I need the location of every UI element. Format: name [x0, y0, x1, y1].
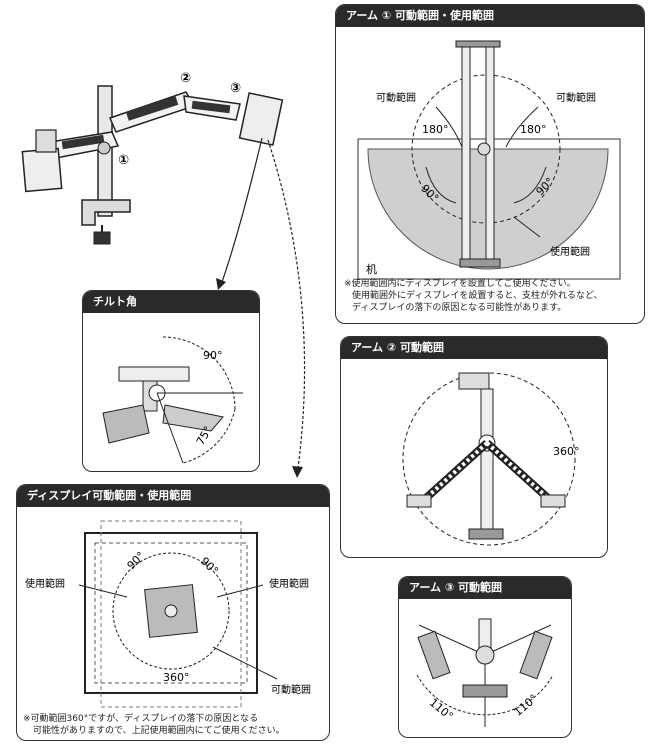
desk-clamp — [81, 199, 131, 226]
arm1-label-180-left: 180° — [422, 123, 449, 136]
display-diagram: 90° 90° 360° 使用範囲 使用範囲 可動範囲 — [25, 520, 311, 708]
display-angle-left: 90° — [125, 549, 148, 572]
display-use-left: 使用範囲 — [25, 577, 65, 590]
arm1-pole-left — [461, 40, 471, 264]
arm1-note-1: ※使用範囲内にディスプレイを設置してご使用ください。 — [344, 279, 576, 289]
arm2-panel: アーム ② 可動範囲 360° — [340, 336, 608, 558]
callout-1: ① — [118, 153, 129, 168]
arm1-range-left-label: 可動範囲 — [376, 91, 416, 104]
arm3-title: アーム ③ 可動範囲 — [399, 577, 571, 599]
tilt-angle-up: 90° — [203, 349, 223, 362]
callout-3: ③ — [230, 81, 241, 96]
arm3-angle-left: 110° — [427, 696, 456, 723]
display-note-2: 可能性がありますので、上記使用範囲内にてご使用ください。 — [33, 726, 285, 736]
display-note-1: ※可動範囲360°ですが、ディスプレイの落下の原因となる — [23, 714, 259, 724]
display-angle-right: 90° — [198, 555, 221, 578]
callout-2: ② — [180, 71, 191, 86]
right-vesa-mount — [238, 92, 284, 146]
display-range: 可動範囲 — [271, 683, 311, 696]
tilt-title: チルト角 — [83, 291, 259, 313]
arm1-label-180-right: 180° — [520, 123, 547, 136]
use-range-label: 使用範囲 — [550, 245, 590, 258]
arm3-panel: アーム ③ 可動範囲 110° 110° — [398, 576, 572, 738]
tilt-diagram: 90° 75° — [102, 336, 243, 464]
arm2-title: アーム ② 可動範囲 — [341, 337, 607, 359]
arm1-title: アーム ① 可動範囲・使用範囲 — [336, 5, 644, 27]
desk-label: 机 — [366, 262, 377, 276]
arm1-diagram: 180° 180° 90° 90° 机 使用範囲 可動範囲 可動範囲 — [357, 40, 621, 280]
left-vesa-mount — [21, 147, 63, 193]
arm1-note-3: ディスプレイの落下の原因となる可能性があります。 — [352, 303, 567, 313]
display-angle-rot: 360° — [163, 671, 190, 684]
product-illustration: ① ② ③ — [21, 71, 306, 478]
arrow-to-tilt — [221, 137, 263, 283]
arm3-diagram: 110° 110° — [416, 618, 554, 727]
display-panel: ディスプレイ可動範囲・使用範囲 90° 90° 360° 使用範囲 使用範囲 可… — [16, 484, 330, 741]
arm2-diagram: 360° — [402, 372, 580, 546]
display-use-right: 使用範囲 — [269, 577, 309, 590]
clamp-knob — [93, 231, 111, 245]
arm1-note-2: 使用範囲外にディスプレイを設置すると、支柱が外れるなど、 — [352, 291, 603, 301]
arm1-panel: アーム ① 可動範囲・使用範囲 180° 180° 90° 90° 机 使用範囲… — [335, 4, 645, 324]
arm2-angle: 360° — [553, 445, 580, 458]
display-title: ディスプレイ可動範囲・使用範囲 — [17, 485, 329, 507]
arm1-range-right-label: 可動範囲 — [556, 91, 596, 104]
tilt-panel: チルト角 90° 75° — [82, 290, 260, 472]
arrow-to-display — [267, 139, 306, 469]
